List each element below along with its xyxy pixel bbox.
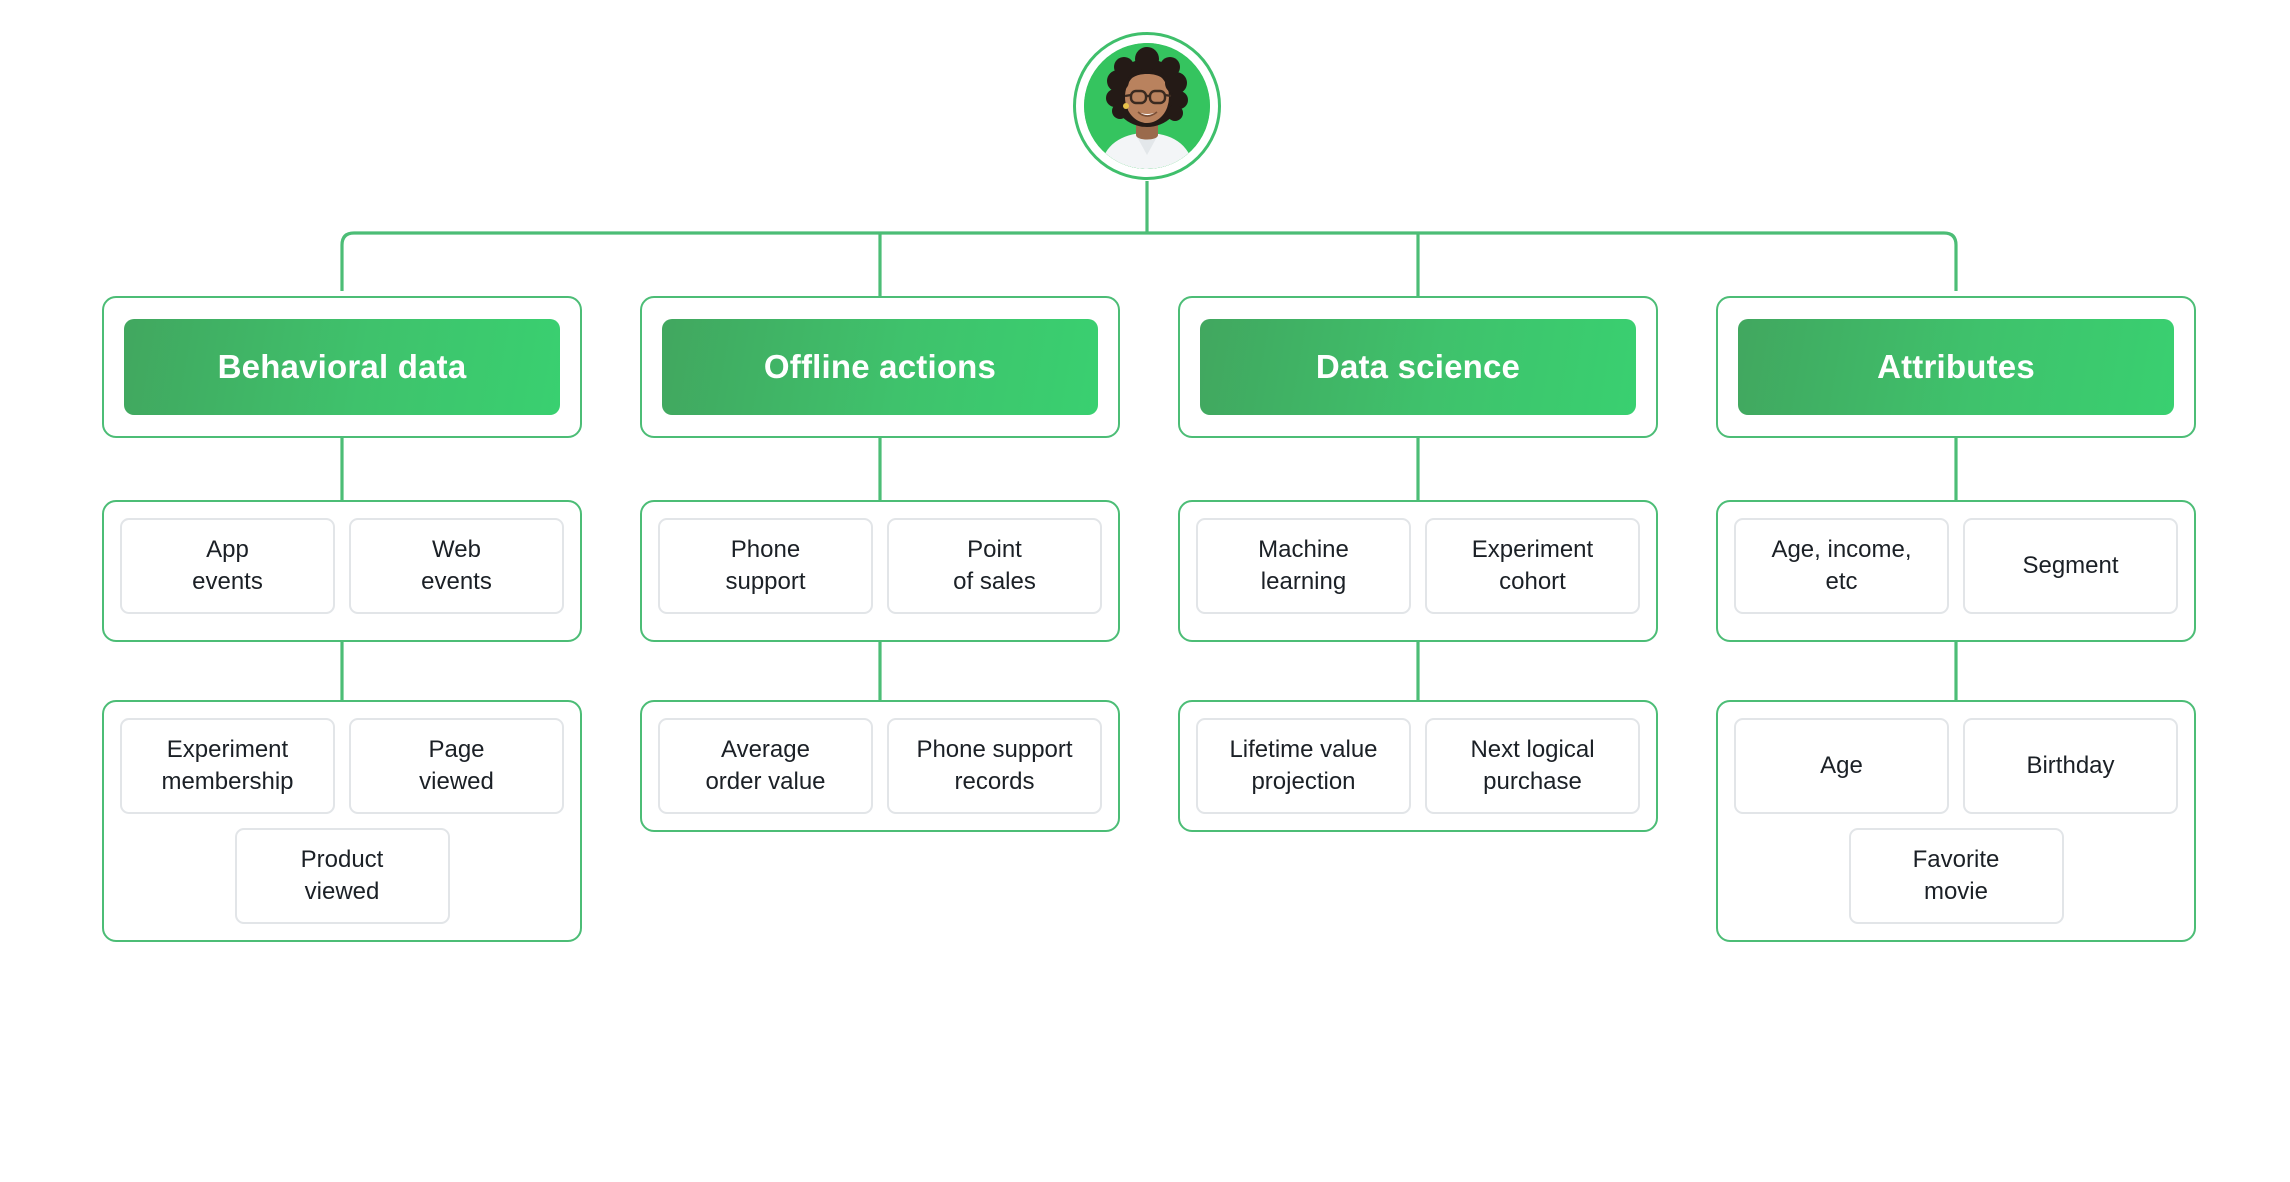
column-header-card-3[interactable]: Data science [1178, 296, 1658, 438]
leaf-item[interactable]: Birthday [1963, 718, 2178, 814]
column-header-label: Data science [1200, 319, 1636, 415]
user-avatar-icon [1084, 43, 1210, 169]
column-header-card-1[interactable]: Behavioral data [102, 296, 582, 438]
root-avatar[interactable] [1073, 32, 1221, 180]
connector [340, 231, 1958, 291]
leaf-item[interactable]: Age [1734, 718, 1949, 814]
leaf-item[interactable]: Segment [1963, 518, 2178, 614]
leaf-item[interactable]: Age, income,etc [1734, 518, 1949, 614]
column-header-card-2[interactable]: Offline actions [640, 296, 1120, 438]
column-header-label: Behavioral data [124, 319, 560, 415]
avatar-image [1084, 43, 1210, 169]
column-header-card-4[interactable]: Attributes [1716, 296, 2196, 438]
column-header-label: Attributes [1738, 319, 2174, 415]
column-header-label: Offline actions [662, 319, 1098, 415]
